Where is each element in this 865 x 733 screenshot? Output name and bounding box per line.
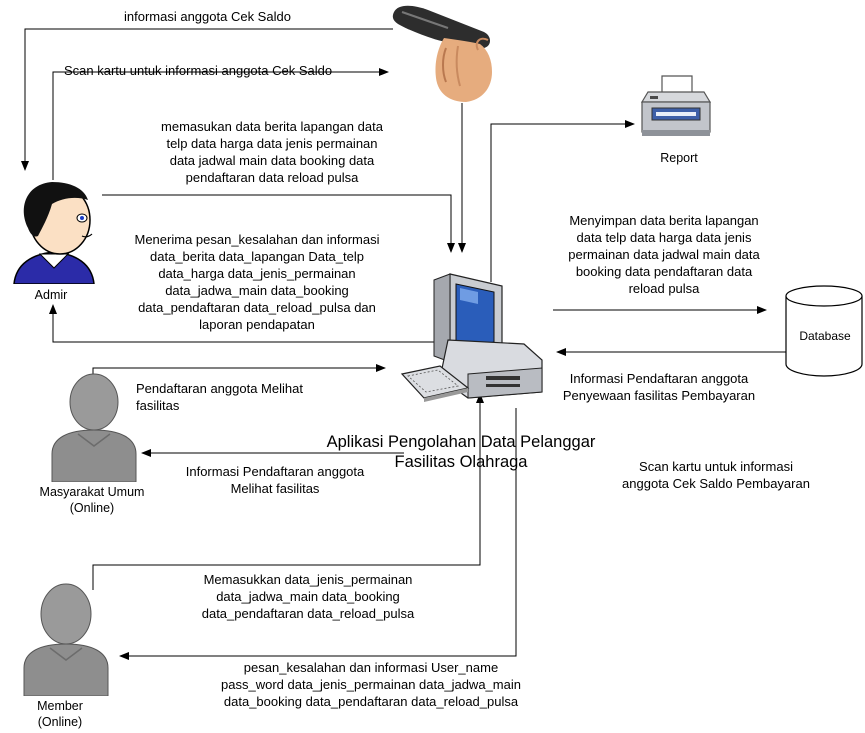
line-admin-to-system — [102, 194, 455, 253]
flow-line: data jadwal main data booking data — [169, 153, 375, 168]
flow-line: Memasukkan data_jenis_permainan — [203, 572, 413, 587]
flow-line: Melihat fasilitas — [230, 481, 320, 496]
flow-line: data_berita data_lapangan Data_telp — [150, 249, 364, 264]
flow-member-to-system: Memasukkan data_jenis_permainan data_jad… — [168, 571, 448, 622]
admin-label: Admir — [34, 288, 68, 302]
database-icon — [785, 285, 863, 377]
flow-line: Menyimpan data berita lapangan — [569, 213, 759, 228]
flow-line: data_pendaftaran data_reload_pulsa dan — [138, 300, 376, 315]
line-scanner-to-admin — [21, 28, 393, 171]
flow-line: pass_word data_jenis_permainan data_jadw… — [221, 677, 521, 692]
flow-line: Scan kartu untuk informasi — [639, 459, 793, 474]
member-label-line: (Online) — [37, 715, 83, 729]
flow-line: fasilitas — [136, 398, 180, 413]
flow-line: Menerima pesan_kesalahan dan informasi — [134, 232, 380, 247]
flow-line: pesan_kesalahan dan informasi User_name — [243, 660, 499, 675]
flow-system-to-scanner: Scan kartu untuk informasi anggota Cek S… — [596, 458, 836, 492]
system-title: Aplikasi Pengolahan Data Pelanggar Fasil… — [296, 432, 626, 472]
masyarakat-person-icon — [51, 373, 137, 482]
database-label: Database — [799, 329, 851, 343]
flow-line: data_pendaftaran data_reload_pulsa — [201, 606, 415, 621]
flow-line: data_jadwa_main data_booking — [216, 589, 400, 604]
flow-line: data telp data harga data jenis — [576, 230, 752, 245]
flow-line: Penyewaan fasilitas Pembayaran — [562, 388, 756, 403]
masyarakat-label: Masyarakat Umum (Online) — [12, 484, 172, 516]
flow-system-to-admin: Menerima pesan_kesalahan dan informasi d… — [104, 231, 410, 333]
line-system-to-report — [490, 120, 635, 282]
member-person-icon — [23, 583, 109, 696]
flow-admin-to-scanner: Scan kartu untuk informasi anggota Cek S… — [64, 62, 332, 79]
flow-line: pendaftaran data reload pulsa — [185, 170, 359, 185]
flow-system-to-member: pesan_kesalahan dan informasi User_name … — [178, 659, 564, 710]
line-system-to-admin — [49, 304, 445, 343]
line-system-to-member — [119, 408, 517, 660]
flow-line: anggota Cek Saldo Pembayaran — [622, 476, 810, 491]
report-label: Report — [660, 151, 698, 165]
masyarakat-label-line: (Online) — [69, 501, 115, 515]
system-title-line: Aplikasi Pengolahan Data Pelanggar — [326, 433, 596, 451]
system-title-line: Fasilitas Olahraga — [394, 453, 528, 471]
flow-system-to-masyarakat: Informasi Pendaftaran anggota Melihat fa… — [160, 463, 390, 497]
flow-line: Informasi Pendaftaran anggota — [569, 371, 749, 386]
admin-person-icon — [13, 182, 95, 284]
flow-scanner-to-admin: informasi anggota Cek Saldo — [124, 8, 291, 25]
flow-admin-to-system: memasukan data berita lapangan data telp… — [122, 118, 422, 186]
flow-line: telp data harga data jenis permainan — [166, 136, 378, 151]
flow-line: data_jadwa_main data_booking — [165, 283, 349, 298]
flow-line: reload pulsa — [628, 281, 700, 296]
masyarakat-label-line: Masyarakat Umum — [39, 485, 145, 499]
flow-line: data_booking data_pendaftaran data_reloa… — [223, 694, 519, 709]
flow-masyarakat-to-system: Pendaftaran anggota Melihat fasilitas — [136, 380, 303, 414]
flow-line: informasi anggota Cek Saldo — [124, 9, 291, 24]
flow-line: Pendaftaran anggota Melihat — [136, 381, 303, 396]
barcode-scanner-icon — [392, 5, 492, 102]
flow-line: Scan kartu untuk informasi anggota Cek S… — [64, 63, 333, 78]
flow-line: laporan pendapatan — [199, 317, 315, 332]
printer-icon — [640, 75, 712, 136]
flow-line: permainan data jadwal main data — [568, 247, 760, 262]
member-label-line: Member — [37, 699, 83, 713]
computer-icon — [400, 273, 543, 402]
flow-system-to-database: Menyimpan data berita lapangan data telp… — [536, 212, 792, 297]
member-label: Member (Online) — [8, 698, 112, 730]
flow-line: Informasi Pendaftaran anggota — [185, 464, 365, 479]
flow-database-to-system: Informasi Pendaftaran anggota Penyewaan … — [534, 370, 784, 404]
flow-line: memasukan data berita lapangan data — [161, 119, 383, 134]
flow-line: booking data pendaftaran data — [575, 264, 753, 279]
line-admin-to-scanner — [52, 68, 389, 180]
flow-line: data_harga data_jenis_permainan — [158, 266, 356, 281]
line-member-to-system — [92, 393, 484, 590]
